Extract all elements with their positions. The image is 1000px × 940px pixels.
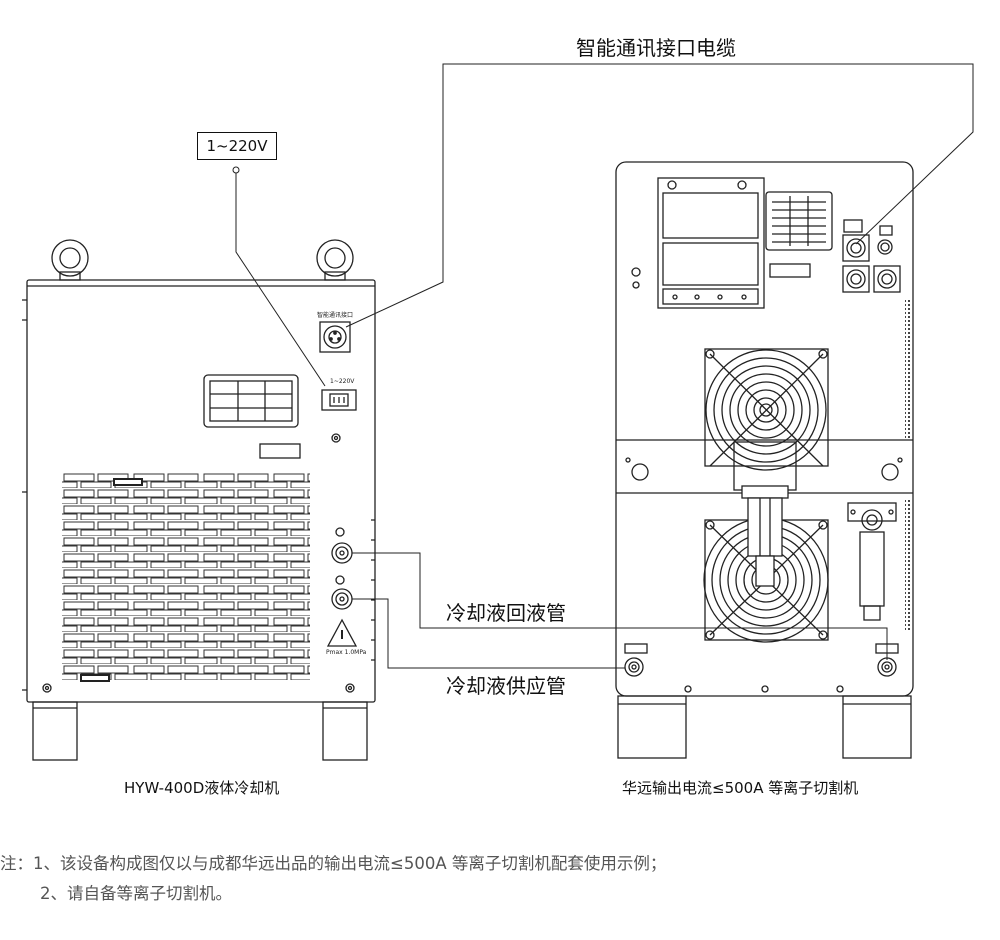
cutter-filter-regulator [847, 502, 897, 621]
return-pipe-label: 冷却液回液管 [446, 601, 566, 625]
cutter-body [615, 161, 914, 697]
supply-pipe-label: 冷却液供应管 [446, 674, 566, 698]
chiller-unit [22, 239, 376, 761]
chiller-supply-connector [331, 575, 353, 610]
chiller-nameplate [259, 443, 301, 459]
cutter-port-lower-right [873, 265, 901, 293]
chiller-warning-sign [326, 618, 358, 647]
chiller-warning-label: Pmax 1.0MPa [326, 649, 367, 656]
voltage-label: 1~220V [206, 137, 268, 155]
chiller-body [26, 279, 376, 703]
chiller-lifting-eye-right [316, 239, 354, 281]
chiller-power-socket [321, 389, 357, 411]
chiller-comm-port-label: 智能通讯接口 [317, 312, 354, 319]
comm-cable-label: 智能通讯接口电缆 [576, 36, 736, 60]
cutter-supply-connector [624, 643, 648, 677]
voltage-box: 1~220V [197, 132, 277, 160]
chiller-name-label: HYW-400D液体冷却机 [124, 779, 280, 797]
connection-lines [232, 63, 974, 669]
return-pipe-line [352, 552, 888, 660]
cutter-torch-column [741, 485, 789, 587]
cutter-foot-right [842, 695, 912, 759]
chiller-air-grille [62, 472, 310, 680]
chiller-foot-left [32, 701, 78, 761]
cutter-vent-window [765, 191, 833, 251]
chiller-comm-port [319, 321, 351, 353]
cutter-port-lower-left [842, 265, 870, 293]
cutter-foot-left [617, 695, 687, 759]
supply-pipe-line [352, 598, 625, 669]
chiller-foot-right [322, 701, 368, 761]
chiller-voltage-small-label: 1~220V [330, 378, 355, 385]
note-line-2: 2、请自备等离子切割机。 [40, 884, 232, 903]
cutter-control-panel [657, 177, 765, 309]
cutter-fan-upper [704, 348, 829, 471]
chiller-lifting-eye-left [51, 239, 89, 281]
cutter-comm-port [842, 219, 870, 262]
cutter-nameplate [769, 263, 811, 278]
cutter-name-label: 华远输出电流≤500A 等离子切割机 [622, 779, 859, 797]
comm-cable-line [345, 63, 974, 328]
chiller-display-window [203, 374, 299, 428]
voltage-leader-line [235, 173, 326, 387]
plasma-cutter-unit [615, 161, 914, 759]
chiller-return-connector [331, 527, 353, 564]
note-line-1: 注：1、该设备构成图仅以与成都华远出品的输出电流≤500A 等离子切割机配套使用… [0, 854, 667, 873]
